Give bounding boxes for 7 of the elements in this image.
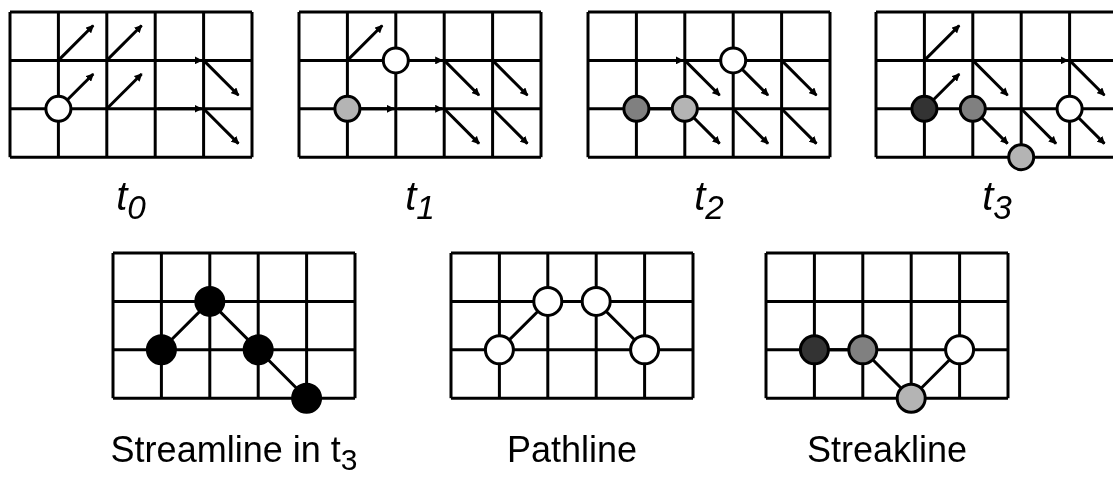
panel-caption: Streakline (806, 432, 968, 468)
panel-caption: Streamline in t$_{3}$ (110, 432, 358, 476)
panel-caption: Pathline (506, 432, 638, 468)
time-step-label: t$_{3}$ (982, 176, 1012, 225)
time-step-label: t$_{0}$ (116, 176, 146, 225)
time-step-label: t$_{2}$ (694, 176, 724, 225)
time-step-label: t$_{1}$ (405, 176, 435, 225)
